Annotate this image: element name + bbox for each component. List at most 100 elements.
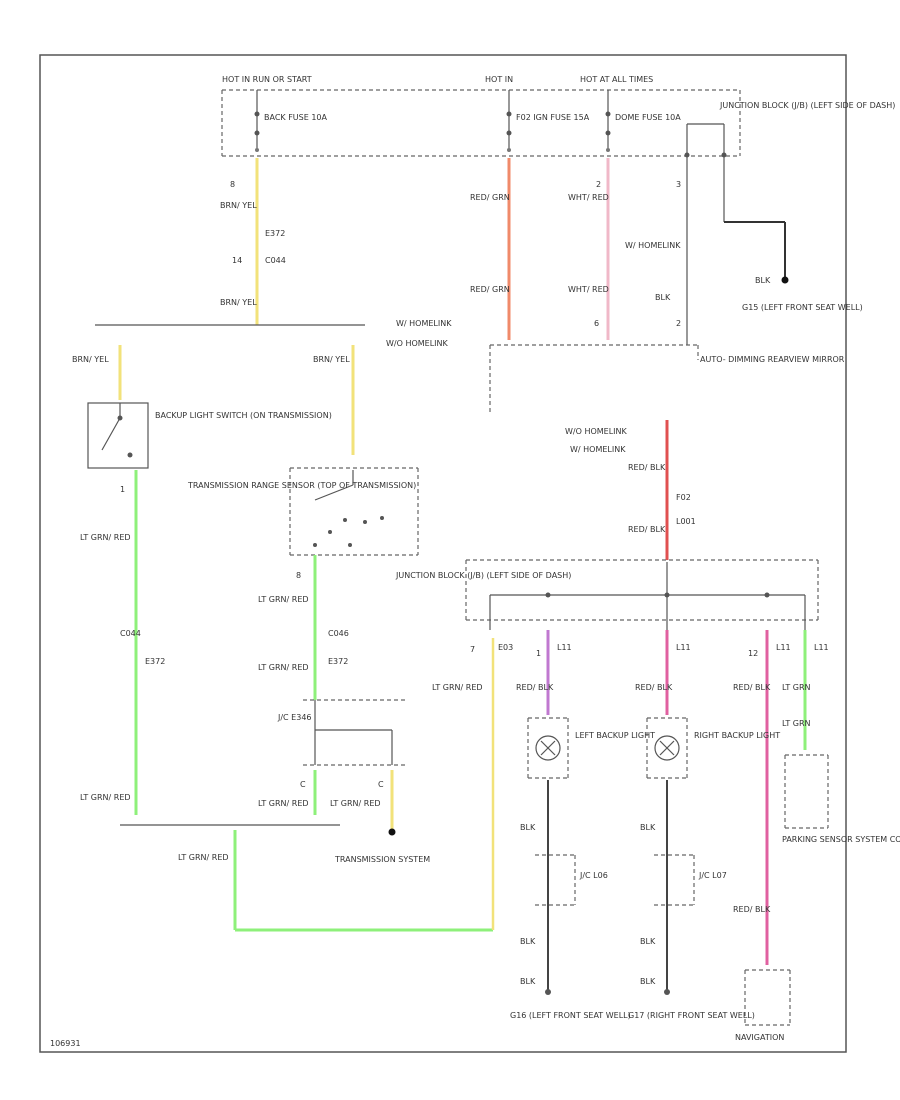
diagram-border [39, 54, 847, 1053]
label-dome-fuse: DOME FUSE 10A [615, 113, 681, 122]
label-l11b: L11 [676, 643, 691, 652]
label-w-blk: BLK [655, 293, 671, 302]
label-red-blk-f: RED/ BLK [733, 905, 771, 914]
label-w-2b: 2 [676, 319, 681, 328]
label-e03: E03 [498, 643, 513, 652]
parking-module-box [784, 754, 829, 829]
label-l11c: L11 [776, 643, 791, 652]
label-blk-4: BLK [640, 937, 656, 946]
ground-g17-icon [664, 989, 670, 995]
label-ltgrn-red-8: LT GRN/ RED [432, 683, 483, 692]
label-trs: TRANSMISSION RANGE SENSOR (TOP OF TRANSM… [187, 481, 416, 490]
label-ltgrn-red-2: LT GRN/ RED [80, 793, 131, 802]
label-14: 14 [232, 256, 242, 265]
label-ltgrn-red-3: LT GRN/ RED [258, 595, 309, 604]
left-backup-light-icon [527, 717, 569, 779]
jc-e346 [303, 699, 405, 766]
label-ltgrn-red-4: LT GRN/ RED [258, 663, 309, 672]
label-hot-in: HOT IN [485, 75, 513, 84]
label-w-12: 12 [748, 649, 758, 658]
label-g15: G15 (LEFT FRONT SEAT WELL) [742, 303, 863, 312]
label-red-blk-e: RED/ BLK [733, 683, 771, 692]
label-auto-mirror: AUTO- DIMMING REARVIEW MIRROR [700, 355, 845, 364]
label-e372a: E372 [265, 229, 285, 238]
label-blk-2: BLK [640, 823, 656, 832]
label-wht-red-1: WHT/ RED [568, 193, 609, 202]
label-red-grn-2: RED/ GRN [470, 285, 510, 294]
label-w-7: 7 [470, 645, 475, 654]
jc-l07 [654, 854, 695, 906]
middle-junction-block [465, 559, 819, 630]
label-blk-5: BLK [520, 977, 536, 986]
label-l11d: L11 [814, 643, 829, 652]
label-parking-module: PARKING SENSOR SYSTEM CONTROL MODULE (RE… [782, 835, 900, 844]
label-jc-l07: J/C L07 [698, 871, 727, 880]
label-c044a: C044 [265, 256, 286, 265]
label-c044b: C044 [120, 629, 141, 638]
label-blk-1: BLK [520, 823, 536, 832]
label-jb-mid: JUNCTION BLOCK (J/B) (LEFT SIDE OF DASH) [395, 571, 571, 580]
label-w-1: 1 [120, 485, 125, 494]
mirror-box [489, 344, 699, 412]
label-c046: C046 [328, 629, 349, 638]
back-fuse [254, 90, 260, 152]
label-red-blk-a: RED/ BLK [628, 463, 666, 472]
label-brn-yel-2: BRN/ YEL [220, 298, 257, 307]
navigation-box [744, 969, 791, 1026]
label-w-homelink-2: W/ HOMELINK [570, 445, 626, 454]
label-hot-run-start: HOT IN RUN OR START [222, 75, 312, 84]
label-backup-switch: BACKUP LIGHT SWITCH (ON TRANSMISSION) [155, 411, 332, 420]
label-ign-fuse: F02 IGN FUSE 15A [516, 113, 590, 122]
label-blk-6: BLK [640, 977, 656, 986]
label-left-backup: LEFT BACKUP LIGHT [575, 731, 655, 740]
label-w-2: 2 [596, 180, 601, 189]
label-c1: C [300, 780, 306, 789]
jb-ground-path [684, 123, 789, 345]
label-navigation: NAVIGATION [735, 1033, 784, 1042]
transmission-range-sensor [289, 467, 419, 556]
label-w-homelink: W/ HOMELINK [625, 241, 681, 250]
label-g-blk: BLK [755, 276, 771, 285]
label-back-fuse: BACK FUSE 10A [264, 113, 328, 122]
label-jb-top: JUNCTION BLOCK (J/B) (LEFT SIDE OF DASH) [719, 101, 895, 110]
label-brn-yel-1: BRN/ YEL [220, 201, 257, 210]
label-g17: G17 (RIGHT FRONT SEAT WELL) [628, 1011, 755, 1020]
label-wo-homelink-2: W/O HOMELINK [565, 427, 628, 436]
ign-fuse [506, 90, 512, 152]
trans-system-terminal-icon [388, 828, 396, 836]
label-l11a: L11 [557, 643, 572, 652]
label-g16: G16 (LEFT FRONT SEAT WELL) [510, 1011, 631, 1020]
label-jc-e346: J/C E346 [277, 713, 312, 722]
label-brn-yel-4: BRN/ YEL [313, 355, 350, 364]
label-hot-at-all-times: HOT AT ALL TIMES [580, 75, 653, 84]
label-ltgrn-red-5: LT GRN/ RED [258, 799, 309, 808]
label-e372c: E372 [328, 657, 348, 666]
label-w-3: 3 [676, 180, 681, 189]
label-right-backup: RIGHT BACKUP LIGHT [694, 731, 780, 740]
label-l001: L001 [676, 517, 696, 526]
label-lt-grn-1: LT GRN [782, 683, 811, 692]
label-e372b: E372 [145, 657, 165, 666]
label-brn-yel-3: BRN/ YEL [72, 355, 109, 364]
label-ltgrn-red-7: LT GRN/ RED [178, 853, 229, 862]
label-ltgrn-red-6: LT GRN/ RED [330, 799, 381, 808]
label-red-blk-c: RED/ BLK [516, 683, 554, 692]
label-w-8b: 8 [296, 571, 301, 580]
label-red-grn: RED/ GRN [470, 193, 510, 202]
right-backup-light-icon [646, 717, 688, 779]
dome-fuse [605, 90, 611, 152]
label-diagram-code: 106931 [50, 1039, 81, 1048]
label-w-8: 8 [230, 180, 235, 189]
label-ltgrn-red-1: LT GRN/ RED [80, 533, 131, 542]
label-w-1b: 1 [536, 649, 541, 658]
label-jc-l06: J/C L06 [579, 871, 608, 880]
label-red-blk-b: RED/ BLK [628, 525, 666, 534]
label-red-blk-d: RED/ BLK [635, 683, 673, 692]
label-c2: C [378, 780, 384, 789]
label-lt-grn-2: LT GRN [782, 719, 811, 728]
ground-g15-icon [781, 276, 789, 284]
label-w-homelink-1: W/ HOMELINK [396, 319, 452, 328]
ground-g16-icon [545, 989, 551, 995]
label-blk-3: BLK [520, 937, 536, 946]
